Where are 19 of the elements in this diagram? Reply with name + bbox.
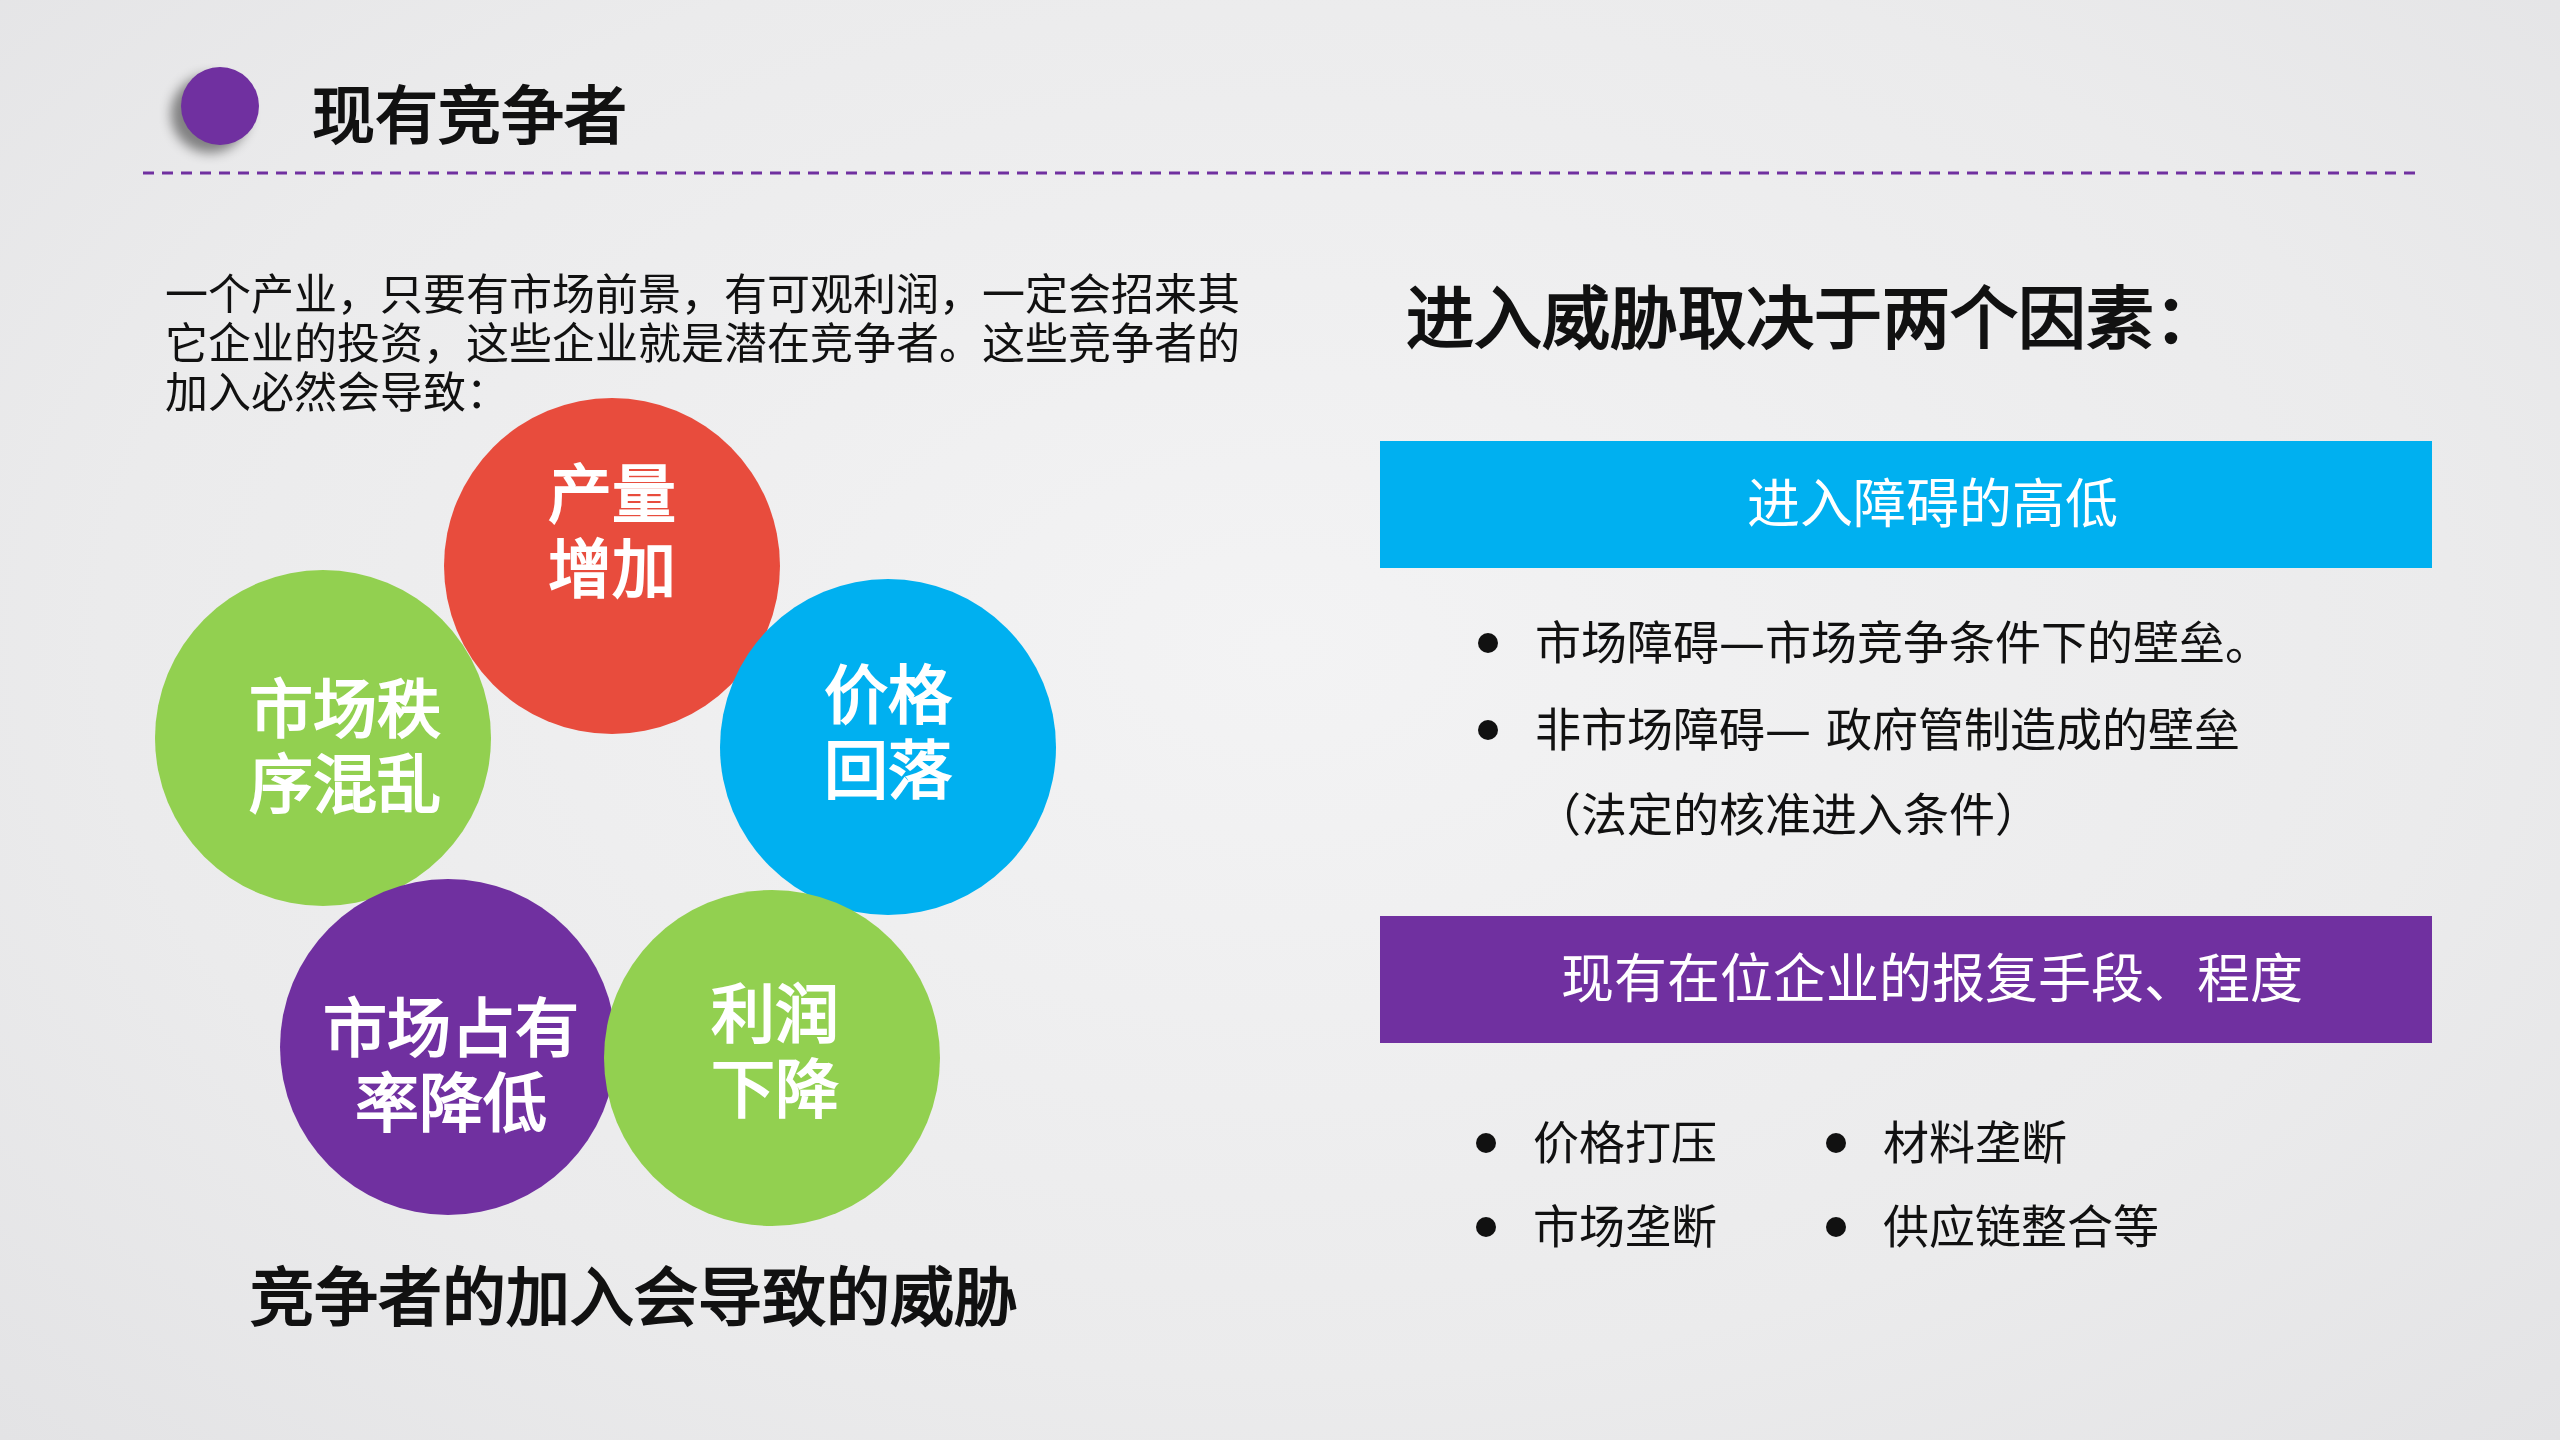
bullet-text: 非市场障碍— 政府管制造成的壁垒（法定的核准进入条件） — [1535, 702, 2241, 844]
header-bar — [1380, 441, 2432, 568]
figure-caption: 竞争者的加入会导致的威胁 — [250, 1260, 1018, 1337]
bullet-text: 价格打压 — [1533, 1115, 1717, 1172]
bullet-text: 市场障碍—市场竞争条件下的壁垒。 — [1535, 615, 2271, 672]
circle-label: 市场秩序混乱 — [248, 673, 442, 823]
bar-label: 进入障碍的高低 — [1746, 472, 2118, 537]
circle-label: 利润下降 — [710, 978, 840, 1128]
bullet-text: 材料垄断 — [1883, 1115, 2067, 1172]
header-bar — [1380, 916, 2432, 1043]
bullet-text: 供应链整合等 — [1883, 1199, 2159, 1256]
slide-title: 现有竞争者 — [312, 79, 627, 155]
circle-label: 价格回落 — [823, 659, 953, 809]
intro-paragraph: 一个产业，只要有市场前景，有可观利润，一定会招来其它企业的投资，这些企业就是潜在竞争者。这些竞争者的加入必然会导致： — [165, 271, 1241, 418]
circle-label: 市场占有率降低 — [322, 992, 580, 1142]
bullet-text: 市场垄断 — [1533, 1199, 1717, 1256]
bar-label: 现有在位企业的报复手段、程度 — [1561, 947, 2303, 1012]
section-heading: 进入威胁取决于两个因素： — [1406, 280, 2222, 360]
circle-label: 产量增加 — [547, 458, 677, 608]
